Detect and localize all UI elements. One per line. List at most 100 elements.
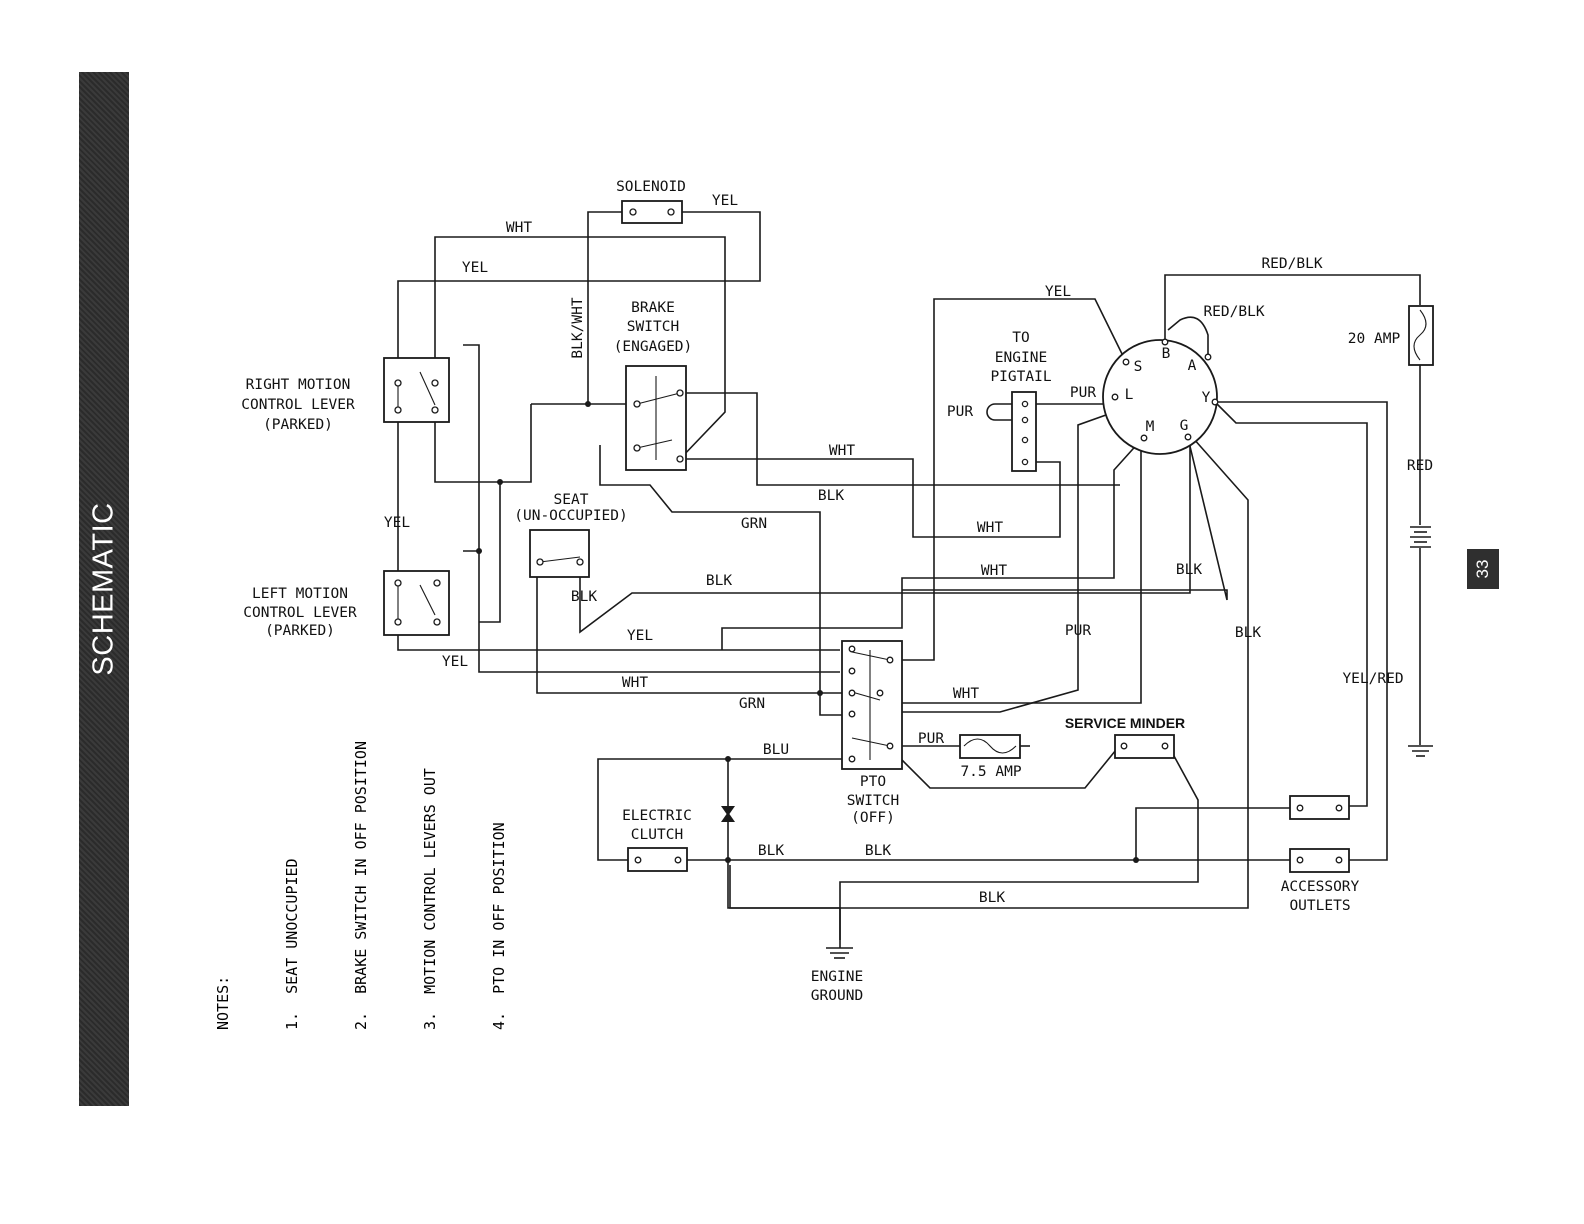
label-ign-m: M <box>1146 419 1155 435</box>
wire-label-red-blk-inner: RED/BLK <box>1203 304 1264 320</box>
brake-terminal-2 <box>676 389 684 397</box>
label-solenoid: SOLENOID <box>616 179 686 195</box>
label-left-lever-3: (PARKED) <box>265 623 335 639</box>
label-ign-l: L <box>1125 387 1134 403</box>
wire-seat-wht <box>536 568 850 694</box>
pto-terminal-2 <box>848 667 856 675</box>
junction-dot-5 <box>725 756 731 762</box>
right-lever-contact-2 <box>419 371 436 406</box>
ign-terminal-g <box>1184 433 1192 441</box>
wire-label-blk-wht: BLK/WHT <box>570 297 586 358</box>
right-lever-terminal-3 <box>431 379 439 387</box>
sidebar-band <box>79 72 129 1106</box>
fuse-7-5-amp-element <box>963 738 1017 754</box>
ign-terminal-b <box>1161 338 1169 346</box>
outlet-1-terminal-1 <box>1296 804 1304 812</box>
solenoid-box <box>621 200 683 224</box>
pto-contact-2 <box>851 691 881 701</box>
ignition-switch-circle <box>1102 339 1218 455</box>
chassis-ground-icon <box>1408 745 1433 757</box>
junction-dot-1 <box>585 401 591 407</box>
label-brake-switch-1: BRAKE <box>631 300 675 316</box>
wire-ign-b-redblk <box>1164 274 1421 342</box>
ign-terminal-y <box>1211 398 1219 406</box>
wire-ign-g-blk2 <box>729 437 1249 909</box>
solenoid-terminal-right <box>667 208 675 216</box>
components <box>383 200 1434 959</box>
label-brake-switch-2: SWITCH <box>627 319 679 335</box>
label-clutch-2: CLUTCH <box>631 827 683 843</box>
wire-label-grn-lower: GRN <box>739 696 765 712</box>
wire-label-clutch-blk: BLK <box>758 843 784 859</box>
wires <box>397 211 1421 940</box>
accessory-outlet-2-box <box>1289 848 1350 873</box>
wire-left-lever-yel <box>397 383 840 651</box>
label-seat-1: SEAT <box>554 492 589 508</box>
label-pigtail-2: ENGINE <box>995 350 1047 366</box>
label-service-minder: SERVICE MINDER <box>1065 715 1185 731</box>
pto-terminal-1 <box>848 645 856 653</box>
wire-label-blu: BLU <box>763 742 789 758</box>
brake-terminal-3 <box>633 444 641 452</box>
label-pto-2: SWITCH <box>847 793 899 809</box>
label-right-lever-1: RIGHT MOTION <box>246 377 351 393</box>
wire-yel-top <box>397 211 761 383</box>
accessory-outlet-1-box <box>1289 795 1350 820</box>
label-fuse-20: 20 AMP <box>1348 331 1401 347</box>
outlet-2-terminal-2 <box>1335 856 1343 864</box>
brake-switch-contact-bottom <box>636 439 673 449</box>
wire-right-lever-link <box>434 404 532 483</box>
junction-dot-4 <box>817 690 823 696</box>
wire-label-pur-left: PUR <box>947 404 973 420</box>
wire-clutch-ground <box>727 860 841 940</box>
label-left-lever-2: CONTROL LEVER <box>243 605 357 621</box>
wire-label-top-wht: WHT <box>506 220 532 236</box>
label-fuse-7-5: 7.5 AMP <box>960 764 1021 780</box>
wire-left-lever-top <box>463 550 840 673</box>
wire-label-top-yel: YEL <box>462 260 488 276</box>
brake-terminal-1 <box>633 400 641 408</box>
wire-label-wht-pigtail: WHT <box>977 520 1003 536</box>
pto-terminal-8 <box>886 742 894 750</box>
wire-label-yel-red: YEL/RED <box>1342 671 1403 687</box>
label-pigtail-3: PIGTAIL <box>990 369 1051 385</box>
junction-dot-7 <box>1133 857 1139 863</box>
component-labels: SOLENOID BRAKE SWITCH (ENGAGED) RIGHT MO… <box>241 179 1400 1004</box>
service-minder-box <box>1114 734 1175 759</box>
wire-label-red: RED <box>1407 458 1433 474</box>
wire-ign-m-wht <box>721 439 1142 650</box>
junction-dot-3 <box>476 548 482 554</box>
brake-switch-contact-top <box>636 392 681 405</box>
pigtail-pin-4 <box>1021 458 1029 466</box>
left-lever-terminal-3 <box>433 579 441 587</box>
label-right-lever-2: CONTROL LEVER <box>241 397 355 413</box>
clutch-terminal-2 <box>674 856 682 864</box>
wire-junction-500 <box>479 482 501 623</box>
pto-contact-3 <box>851 737 891 747</box>
left-lever-terminal-4 <box>433 618 441 626</box>
label-ign-b: B <box>1162 346 1171 362</box>
label-ign-y: Y <box>1202 390 1211 406</box>
wire-accessory-junction <box>1135 807 1290 860</box>
fuse-20-amp-element <box>1413 309 1427 361</box>
wire-seat-blk <box>579 440 1191 634</box>
wire-brake-grn <box>599 445 850 716</box>
clutch-terminal-1 <box>634 856 642 864</box>
outlet-2-terminal-1 <box>1296 856 1304 864</box>
wire-label-blk-g: BLK <box>1176 562 1202 578</box>
ign-terminal-m <box>1140 434 1148 442</box>
ign-terminal-s <box>1122 358 1130 366</box>
wire-blk-wht <box>587 211 625 404</box>
right-lever-terminal-4 <box>431 406 439 414</box>
pto-terminal-3 <box>848 689 856 697</box>
electric-clutch-box <box>627 847 688 872</box>
engine-ground-icon <box>826 940 853 959</box>
wire-label-pto-wht: WHT <box>953 686 979 702</box>
wire-label-ground-blk: BLK <box>979 890 1005 906</box>
wire-label-seat-wht: WHT <box>622 675 648 691</box>
wire-brake-wht <box>680 458 1061 538</box>
wire-label-sol-yel: YEL <box>712 193 738 209</box>
seat-switch-contact <box>539 556 581 563</box>
wire-label-mid-blk: BLK <box>865 843 891 859</box>
label-seat-2: (UN-OCCUPIED) <box>514 508 628 524</box>
